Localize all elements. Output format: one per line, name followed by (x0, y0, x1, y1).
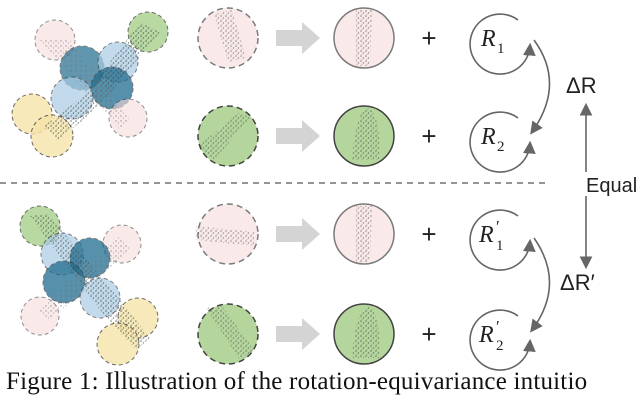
rotation-r1-prime: R ′ 1 (469, 209, 536, 271)
delta-r-connector-bottom (530, 237, 551, 333)
bottom-point-cloud-cluster (19, 205, 159, 366)
figure-caption: Figure 1: Illustration of the rotation-e… (6, 368, 588, 395)
bottom-row-2-input-patch (197, 303, 259, 365)
rotation-label-r2-prime-mark: ′ (496, 317, 500, 336)
rotation-r1: R 1 (469, 13, 536, 75)
rotation-r2: R 2 (469, 111, 536, 173)
delta-r-connector-top (530, 39, 551, 135)
top-row-2-canonical-patch (333, 105, 395, 167)
plus-sign: + (421, 219, 436, 249)
bottom-row-1-arrow (276, 218, 320, 250)
top-row-1-canonical-patch (333, 7, 395, 69)
bottom-row-2-arrow (276, 318, 320, 350)
plus-sign: + (421, 121, 436, 151)
plus-sign: + (421, 319, 436, 349)
rotation-label-r1: R (480, 26, 496, 52)
rotation-label-r1-prime-subscript: 1 (496, 238, 504, 254)
rotation-r2-prime: R ′ 2 (469, 309, 536, 371)
delta-r-top-label: ΔR (566, 73, 597, 98)
rotation-label-r2-prime: R (478, 322, 494, 348)
plus-sign: + (421, 23, 436, 53)
delta-r-bottom-label: ΔR′ (560, 270, 595, 295)
top-row-2-arrow (276, 120, 320, 152)
rotation-label-r2-prime-subscript: 2 (496, 338, 504, 354)
top-row-2-input-patch (197, 105, 259, 167)
rotation-label-r2: R (480, 124, 496, 150)
rotation-label-r2-subscript: 2 (497, 139, 505, 155)
top-row-1-arrow (276, 22, 320, 54)
rotation-label-r1-subscript: 1 (497, 41, 505, 57)
bottom-row-1-canonical-patch (333, 203, 395, 265)
top-row-1-input-patch (197, 7, 259, 69)
bottom-row-2-canonical-patch (333, 303, 395, 365)
rotation-label-r1-prime: R (478, 222, 494, 248)
rotation-label-r1-prime-mark: ′ (496, 217, 500, 236)
bottom-row-1-input-patch (196, 203, 259, 265)
top-point-cloud-cluster (11, 11, 169, 158)
equal-label: Equal (586, 175, 637, 197)
